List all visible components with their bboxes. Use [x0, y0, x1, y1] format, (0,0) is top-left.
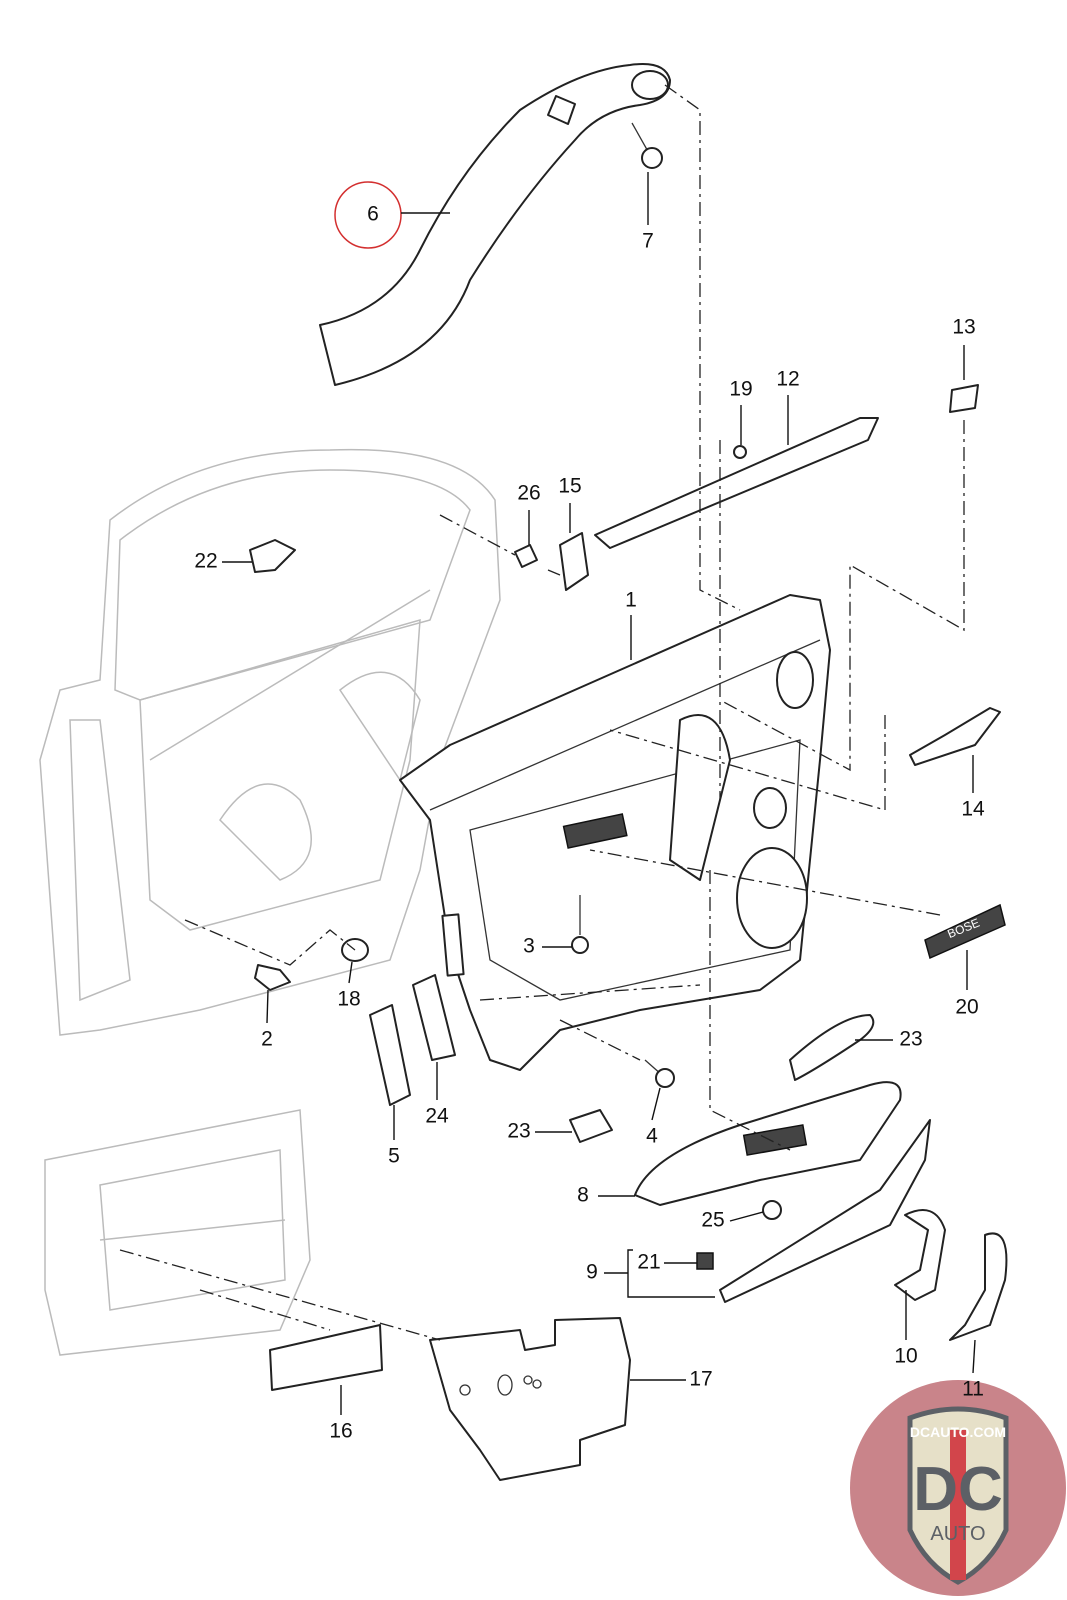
- part-4-screw[interactable]: [644, 1059, 675, 1088]
- callout-label: 16: [329, 1420, 352, 1443]
- callout-2[interactable]: 2: [261, 989, 273, 1051]
- callout-19[interactable]: 19: [729, 378, 753, 445]
- callout-label: 9: [586, 1261, 598, 1284]
- leader-line: [651, 1087, 661, 1121]
- callout-7[interactable]: 7: [642, 172, 654, 253]
- callout-4[interactable]: 4: [646, 1087, 661, 1148]
- callout-label: 26: [517, 482, 540, 505]
- callout-label: 7: [642, 230, 654, 253]
- part-12-strip[interactable]: [594, 417, 879, 549]
- part-10-trim[interactable]: [894, 1209, 946, 1301]
- assembly-lines: [119, 84, 965, 1341]
- callout-label: 23: [899, 1028, 922, 1051]
- part-23-insert[interactable]: [789, 1014, 875, 1081]
- part-19-clip[interactable]: [733, 445, 747, 459]
- leader-line: [266, 989, 269, 1024]
- part-24-gasket[interactable]: [412, 974, 456, 1061]
- callout-label: 17: [689, 1368, 712, 1391]
- inner-frame: [44, 1109, 311, 1356]
- callout-label: 2: [261, 1028, 273, 1051]
- part-26-bushing[interactable]: [514, 544, 538, 568]
- part-20-badge[interactable]: BOSE: [924, 903, 1006, 960]
- part-16-panel[interactable]: [269, 1324, 383, 1391]
- part-15-cover[interactable]: [559, 532, 589, 591]
- callout-label: 1: [625, 589, 637, 612]
- dcauto-logo: DCAUTO.COM DC AUTO: [850, 1380, 1066, 1596]
- part-7-screw[interactable]: [631, 122, 663, 169]
- callout-14[interactable]: 14: [961, 755, 985, 821]
- leader-line: [729, 1211, 764, 1222]
- callout-label: 11: [962, 1378, 984, 1401]
- part-2-clip[interactable]: [254, 964, 291, 991]
- callout-20[interactable]: 20: [955, 950, 979, 1019]
- callout-label: 22: [194, 550, 217, 573]
- callout-label: 24: [425, 1105, 449, 1128]
- callout-16[interactable]: 16: [329, 1385, 353, 1443]
- callout-23[interactable]: 23: [855, 1028, 923, 1051]
- callout-6-highlight: [334, 181, 402, 249]
- part-14-handle[interactable]: [909, 707, 1001, 766]
- door-shell: [39, 448, 501, 1036]
- callout-6[interactable]: 6: [367, 203, 450, 226]
- leader-line: [348, 961, 353, 984]
- callout-label: 13: [952, 316, 975, 339]
- part-21-clip[interactable]: [696, 1252, 714, 1270]
- svg-text:DC: DC: [913, 1455, 1003, 1524]
- part-17-insulation[interactable]: [429, 1317, 631, 1481]
- callout-label: 18: [337, 988, 360, 1011]
- callout-label: 14: [961, 798, 985, 821]
- callout-label: 3: [523, 935, 535, 958]
- callout-label: 12: [776, 368, 799, 391]
- svg-text:AUTO: AUTO: [930, 1523, 985, 1545]
- callouts: 6 7 13 19 12 26 15 22 1 14 3 18 2 20 23 5 24 23 4 8 25 9 21 10 1…: [194, 172, 985, 1443]
- callout-24[interactable]: 24: [425, 1062, 449, 1128]
- part-22-clip[interactable]: [249, 539, 296, 573]
- part-5-grille[interactable]: [369, 1004, 411, 1106]
- callout-5[interactable]: 5: [388, 1105, 400, 1168]
- part-13-cap[interactable]: [949, 384, 979, 413]
- callout-label: 5: [388, 1145, 400, 1168]
- callout-18[interactable]: 18: [337, 961, 361, 1011]
- callout-label: 19: [729, 378, 752, 401]
- callout-label: 25: [701, 1209, 724, 1232]
- part-25-screw[interactable]: [762, 1200, 782, 1220]
- callout-8[interactable]: 8: [577, 1184, 635, 1207]
- callout-25[interactable]: 25: [701, 1209, 764, 1232]
- callout-1[interactable]: 1: [625, 589, 637, 660]
- callout-9[interactable]: 9: [586, 1261, 628, 1284]
- callout-3[interactable]: 3: [523, 935, 572, 958]
- svg-text:DCAUTO.COM: DCAUTO.COM: [910, 1424, 1006, 1440]
- callout-label: 4: [646, 1125, 658, 1148]
- callout-12[interactable]: 12: [776, 368, 800, 445]
- callout-10[interactable]: 10: [894, 1290, 918, 1368]
- part-11-trim[interactable]: [949, 1232, 1008, 1341]
- part-3-screw[interactable]: [571, 895, 589, 954]
- callout-26[interactable]: 26: [517, 482, 541, 545]
- callout-11[interactable]: 11: [962, 1339, 984, 1401]
- callout-label: 23: [507, 1120, 530, 1143]
- callout-label: 15: [558, 475, 581, 498]
- callout-21[interactable]: 21: [637, 1251, 697, 1274]
- part-23-switch[interactable]: [569, 1109, 613, 1143]
- callout-23[interactable]: 23: [507, 1120, 572, 1143]
- callout-label: 6: [367, 203, 379, 226]
- callout-17[interactable]: 17: [630, 1368, 713, 1391]
- part-6-upper-trim[interactable]: [319, 63, 671, 386]
- callout-13[interactable]: 13: [952, 316, 976, 380]
- callout-label: 20: [955, 996, 978, 1019]
- callout-label: 21: [637, 1251, 660, 1274]
- callout-label: 8: [577, 1184, 589, 1207]
- callout-label: 10: [894, 1345, 917, 1368]
- callout-22[interactable]: 22: [194, 550, 252, 573]
- leader-line: [972, 1339, 976, 1374]
- callout-15[interactable]: 15: [558, 475, 582, 533]
